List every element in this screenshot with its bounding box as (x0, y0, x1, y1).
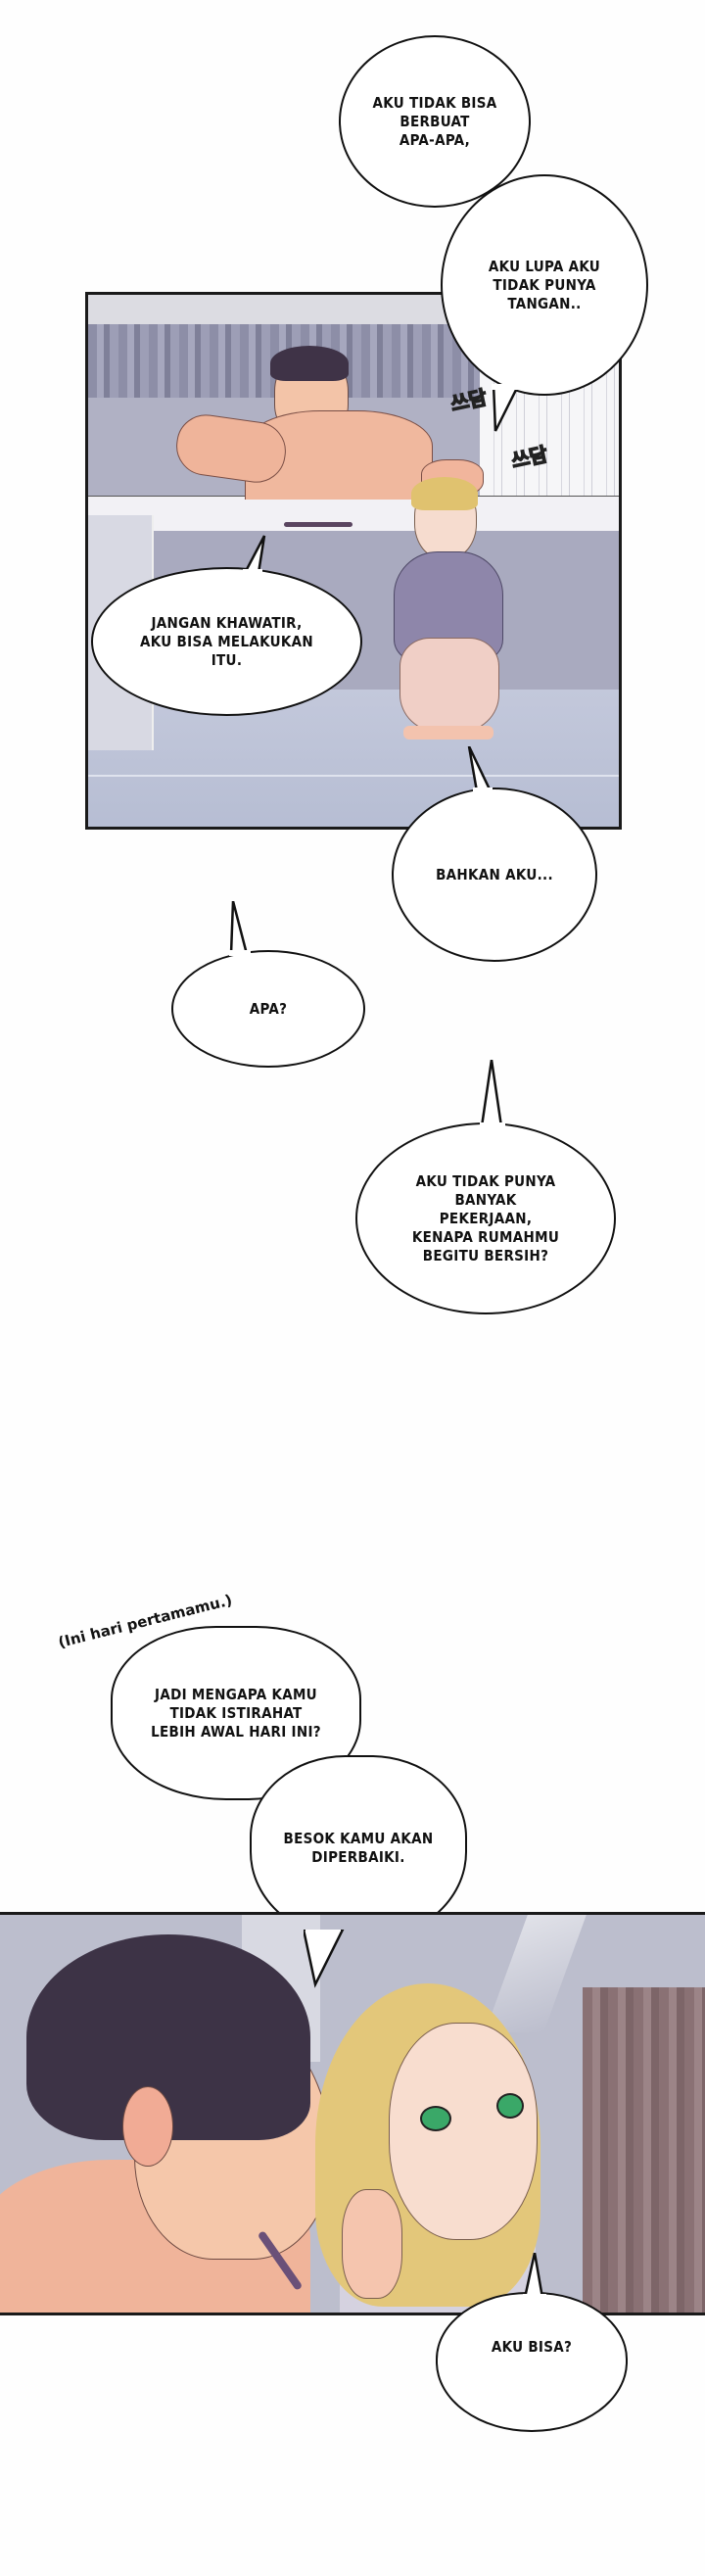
bubble-tail (492, 384, 521, 432)
bubble-text: Jadi mengapa kamu tidak istirahat lebih … (151, 1685, 321, 1741)
girl-hand (342, 2189, 402, 2299)
speech-bubble: Apa? (171, 950, 365, 1068)
bubble-text: Aku bisa? (491, 2338, 573, 2356)
man-hair (270, 346, 349, 381)
bubble-tail (304, 1930, 345, 1988)
bubble-tail (243, 535, 266, 573)
floor-grout (88, 775, 619, 777)
speech-bubble: Aku lupa aku tidak punya tangan.. (441, 174, 648, 396)
bubble-tail (523, 2253, 546, 2300)
man-ear (122, 2086, 173, 2167)
bubble-text: Aku lupa aku tidak punya tangan.. (488, 257, 601, 312)
light-beam (485, 1915, 587, 2032)
speech-bubble: Bahkan aku... (392, 787, 597, 962)
girl-eye (420, 2106, 451, 2131)
girl-face (389, 2023, 538, 2240)
girl-skirt (400, 638, 499, 733)
speech-bubble: Aku tidak punya banyak pekerjaan, kenapa… (355, 1122, 616, 1314)
speech-bubble: Aku bisa? (436, 2292, 628, 2432)
tub-rim (88, 496, 619, 532)
bubble-text: Jangan khawatir, aku bisa melakukan itu. (140, 613, 313, 669)
man-hand-toothbrush (284, 522, 352, 527)
bubble-tail (229, 901, 251, 956)
bubble-tail (480, 1060, 505, 1128)
bubble-text: Besok kamu akan diperbaiki. (283, 1830, 434, 1866)
bubble-tail (467, 746, 493, 793)
speech-bubble: Jangan khawatir, aku bisa melakukan itu. (91, 567, 362, 716)
bubble-text: Apa? (249, 999, 288, 1018)
girl-eye (496, 2093, 524, 2119)
speech-bubble: Aku tidak bisa berbuat apa-apa, (339, 35, 531, 208)
girl-feet (403, 726, 494, 739)
bubble-text: Aku tidak bisa berbuat apa-apa, (372, 93, 497, 149)
bubble-text: Aku tidak punya banyak pekerjaan, kenapa… (411, 1171, 560, 1264)
girl-hair (411, 477, 478, 510)
bubble-text: Bahkan aku... (436, 865, 553, 883)
wood-panel (583, 1987, 705, 2313)
panel-closeup (0, 1912, 705, 2315)
